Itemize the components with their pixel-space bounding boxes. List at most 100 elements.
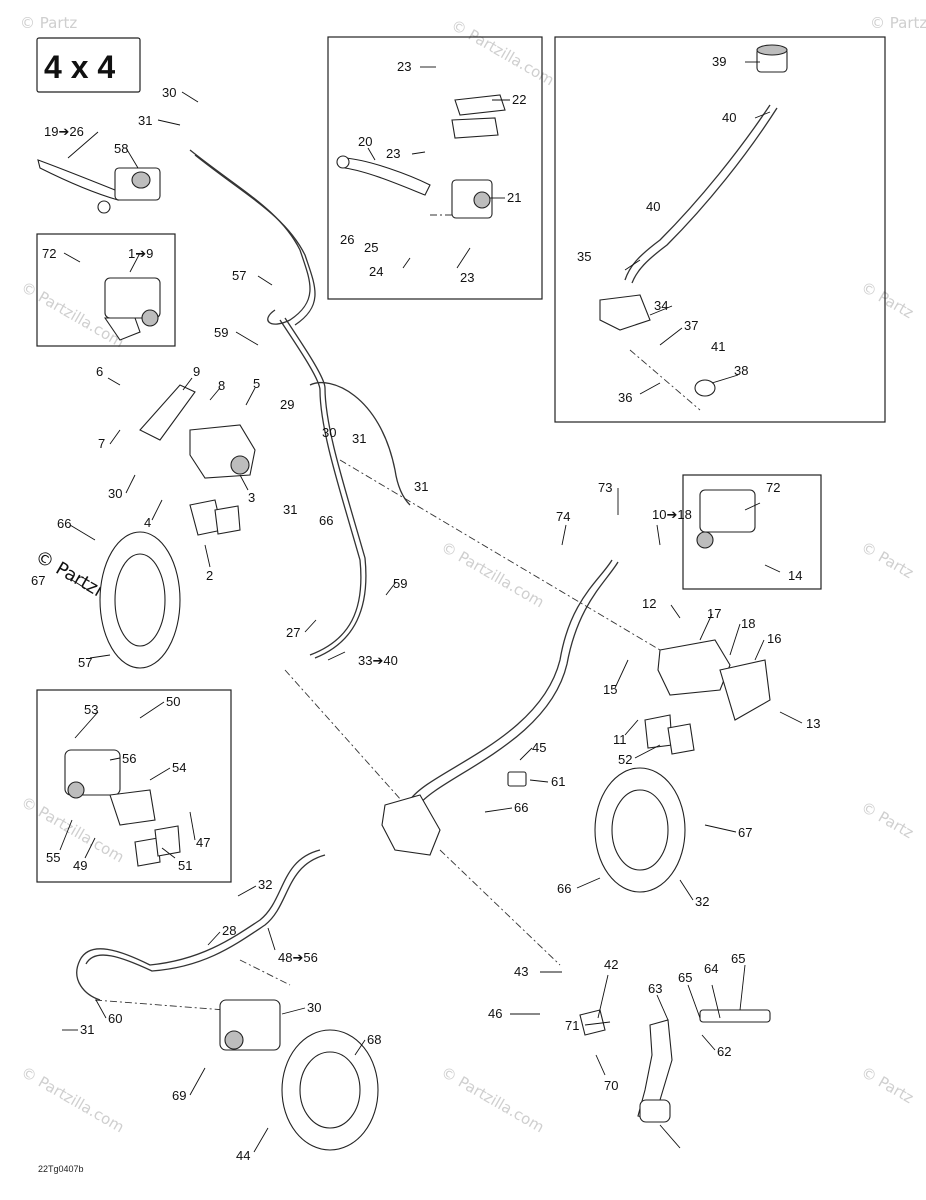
callout: 24 [369,264,383,279]
watermark: © Partzilla.com [438,538,547,611]
callout: 32 [258,877,272,892]
inset-box-master-cylinder [327,36,543,300]
brake-lines [76,104,778,1001]
callout: 28 [222,923,236,938]
callout: 6 [96,364,103,379]
callout: 16 [767,631,781,646]
callout: 30 [322,425,336,440]
callout: 4 [144,515,151,530]
callout-labels: 30 31 19➔26 58 72 1➔9 57 59 23 22 20 23 … [31,54,820,1163]
watermark: © Partz [870,14,926,32]
callout: 63 [648,981,662,996]
callout: 37 [684,318,698,333]
callout: 2 [206,568,213,583]
callout: 56 [122,751,136,766]
footer-code: 22Tg0407b [38,1164,84,1174]
rear-master-cylinder-inset [599,294,651,331]
callout: 32 [695,894,709,909]
watermark: © Partz [858,278,917,322]
callout: 34 [654,298,668,313]
callout: 59 [214,325,228,340]
callout: 42 [604,957,618,972]
callout: 18 [741,616,755,631]
callout: 55 [46,850,60,865]
callout: 48➔56 [278,950,318,965]
parts [37,44,788,1151]
callout: 9 [193,364,200,379]
watermark: © Partzilla.com [448,16,557,89]
callout: 8 [218,378,225,393]
callout: 57 [78,655,92,670]
callout: 17 [707,606,721,621]
watermark: © Partz [858,798,917,842]
leader-lines [59,61,803,1153]
callout: 20 [358,134,372,149]
callout: 43 [514,964,528,979]
callout: 12 [642,596,656,611]
callout: 11 [613,732,627,747]
caliper-inset-right [699,489,756,533]
callout: 31 [352,431,366,446]
inset-box-rear-caliper [36,689,232,883]
callout: 46 [488,1006,502,1021]
callout: 73 [598,480,612,495]
watermark: © Partz [858,1063,917,1107]
callout: 23 [386,146,400,161]
callout: 60 [108,1011,122,1026]
callout: 64 [704,961,718,976]
callout: 68 [367,1032,381,1047]
callout: 36 [618,390,632,405]
callout: 30 [108,486,122,501]
callout: 31 [414,479,428,494]
callout: 51 [178,858,192,873]
callout: 40 [722,110,736,125]
inset-box-front-caliper-left [36,233,176,347]
callout: 74 [556,509,570,524]
callout: 23 [397,59,411,74]
inset-box-front-caliper-right [682,474,822,590]
callout: 72 [42,246,56,261]
callout: 14 [788,568,802,583]
callout: 61 [551,774,565,789]
callout: 35 [577,249,591,264]
callout: 23 [460,270,474,285]
callout: 66 [319,513,333,528]
watermark: © Partzilla.com [18,793,127,866]
callout: 10➔18 [652,507,692,522]
callout: 59 [393,576,407,591]
callout: 41 [711,339,725,354]
callout: 31 [283,502,297,517]
callout: 57 [232,268,246,283]
rear-master-cylinder [381,794,441,856]
callout: 50 [166,694,180,709]
callout: 65 [678,970,692,985]
watermark: © Partzilla.com [438,1063,547,1136]
callout: 40 [646,199,660,214]
callout: 67 [31,573,45,588]
callout: 22 [512,92,526,107]
callout: 19➔26 [44,124,84,139]
callout: 27 [286,625,300,640]
callout: 21 [507,190,521,205]
callout: 5 [253,376,260,391]
callout: 26 [340,232,354,247]
callout: 54 [172,760,186,775]
callout: 3 [248,490,255,505]
callout: 69 [172,1088,186,1103]
callout: 44 [236,1148,250,1163]
callout: 7 [98,436,105,451]
title-badge: 4 x 4 [44,49,115,85]
callout: 31 [80,1022,94,1037]
callout: 31 [138,113,152,128]
callout: 66 [57,516,71,531]
callout: 70 [604,1078,618,1093]
callout: 62 [717,1044,731,1059]
callout: 29 [280,397,294,412]
callout: 15 [603,682,617,697]
inset-box-reservoir [554,36,886,423]
callout: 71 [565,1018,579,1033]
caliper-front-right [657,639,731,696]
callout: 52 [618,752,632,767]
callout: 38 [734,363,748,378]
